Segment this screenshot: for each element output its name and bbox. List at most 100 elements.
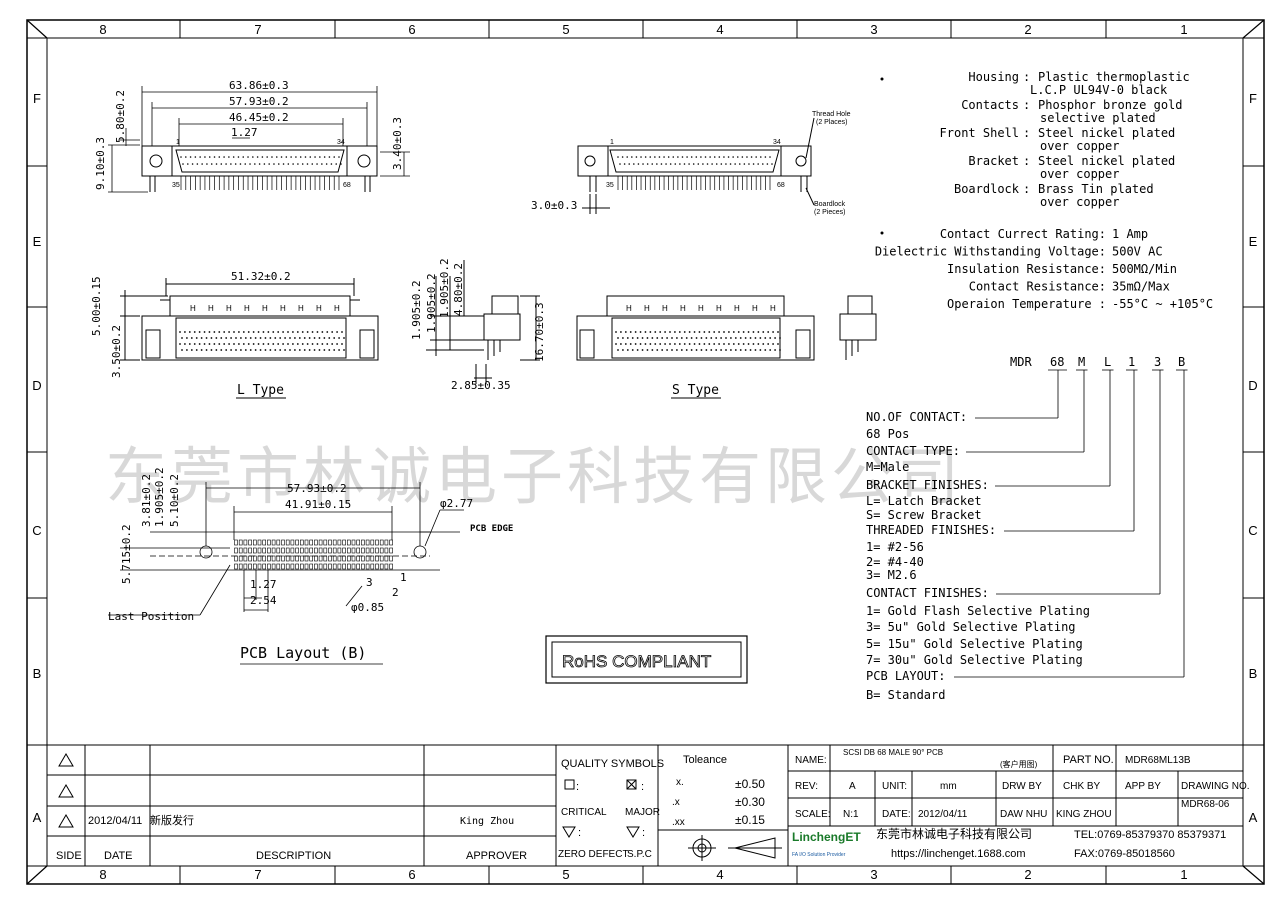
top-view-b-drawing [577,117,815,214]
pin-dot [752,331,755,333]
pcb-hole [276,555,281,562]
pin-dot [772,343,774,345]
pin-dot [336,331,338,333]
pin-contact [311,163,314,165]
pin-contact [633,163,635,165]
pcb-hole [299,555,304,562]
material-line2-3: over copper [1040,167,1119,181]
header-date: DATE [104,850,133,862]
ordering-line-4: BRACKET FINISHES: [866,478,989,492]
tol-dx-value: ±0.30 [735,795,765,809]
pin-dot [629,343,632,345]
brand-logo: LinchengET [792,830,861,844]
pcb-hole [314,539,318,546]
pcb-hole [342,539,346,546]
latch-slot-glyph: H [662,304,668,313]
zone-col-3: 3 [870,22,877,37]
pin-dot [210,349,213,351]
pin-dot [620,343,622,345]
pin-dot [318,349,321,351]
pcb-hole [267,563,271,570]
zone-row-e-right: E [1249,234,1258,249]
pcb-hole [267,547,271,554]
part-code-segment-4: 1 [1128,355,1135,369]
l-type-drawing [120,278,379,399]
pin-dot [298,337,301,339]
material-colon-2: : [1023,126,1030,140]
pin-dot [230,337,232,339]
name-value: SCSI DB 68 MALE 90° PCB [843,748,943,757]
material-label-3: Bracket [968,154,1019,168]
pin-dot [235,337,237,339]
pin-dot [685,337,688,339]
pin-contact [180,156,182,158]
pin-dot [728,331,730,333]
pin-dot [233,331,235,333]
pin-contact [729,163,732,165]
pin-dot [228,343,230,345]
pcb-hole [309,563,314,570]
electrical-label-4: Operaion Temperature : [947,297,1106,311]
material-line1-0: Plastic thermoplastic [1038,70,1190,84]
app-by-label: APP BY [1125,781,1161,792]
pin-contact [282,163,285,165]
pcb-hole [248,563,252,570]
pcb-hole [384,555,389,562]
pin-dot [718,343,720,345]
pin-dot [210,337,213,339]
pin-dot [725,337,727,339]
pin-dot [723,343,725,345]
pcb-hole [267,539,271,546]
pcb-hole [299,539,304,546]
pin-dot [649,343,652,345]
pcb-hole [342,563,346,570]
pin-dot [764,349,767,351]
pin-dot [230,349,232,351]
ordering-line-15: 7= 30u" Gold Selective Plating [866,653,1083,667]
header-description: DESCRIPTION [256,850,331,862]
top-b-pin-1-label: 1 [610,139,614,146]
pin-dot [683,343,686,345]
pin-dot [323,349,326,351]
pin-dot [695,349,698,351]
pin-contact [651,163,654,165]
pcb-hole [318,547,323,554]
pcb-hole [332,539,337,546]
pin-dot [272,331,275,333]
pin-dot [671,337,673,339]
pin-dot [777,331,779,333]
latch-slot-glyph: H [316,304,322,313]
pin-dot [195,349,198,351]
dim-l-3-50: 3.50±0.2 [110,325,123,378]
latch-slot-glyph: H [716,304,722,313]
pin-dot [762,343,765,345]
part-code-segment-3: L [1104,355,1111,369]
pin-contact [325,163,328,165]
top-view-dim-lines [108,86,410,193]
top-pin-34-label: 34 [337,139,345,146]
pin-contact [621,156,624,158]
pin-dot [282,343,284,345]
pin-contact [700,156,702,158]
pin-dot [267,331,270,333]
pcb-hole [299,547,304,554]
pin-contact [186,163,189,165]
pin-dot [690,349,693,351]
electrical-label-3: Contact Resistance: [969,280,1106,294]
pin-contact [725,163,727,165]
dim-side-height: 16.70±0.3 [533,302,546,362]
pin-dot [669,331,671,333]
drawer-name: DAW NHU [1000,809,1047,820]
pcb-hole [299,563,304,570]
latch-slot-glyph: H [734,304,740,313]
pin-contact [656,163,658,165]
pin-dot [321,343,324,345]
pcb-hole [370,555,375,562]
pin-contact [741,156,744,158]
pin-contact [626,156,629,158]
electrical-value-2: 500MΩ/Min [1112,262,1177,276]
ordering-line-9: 2= #4-40 [866,555,924,569]
pin-dot [698,331,701,333]
pin-dot [759,349,762,351]
pin-contact [306,163,309,165]
